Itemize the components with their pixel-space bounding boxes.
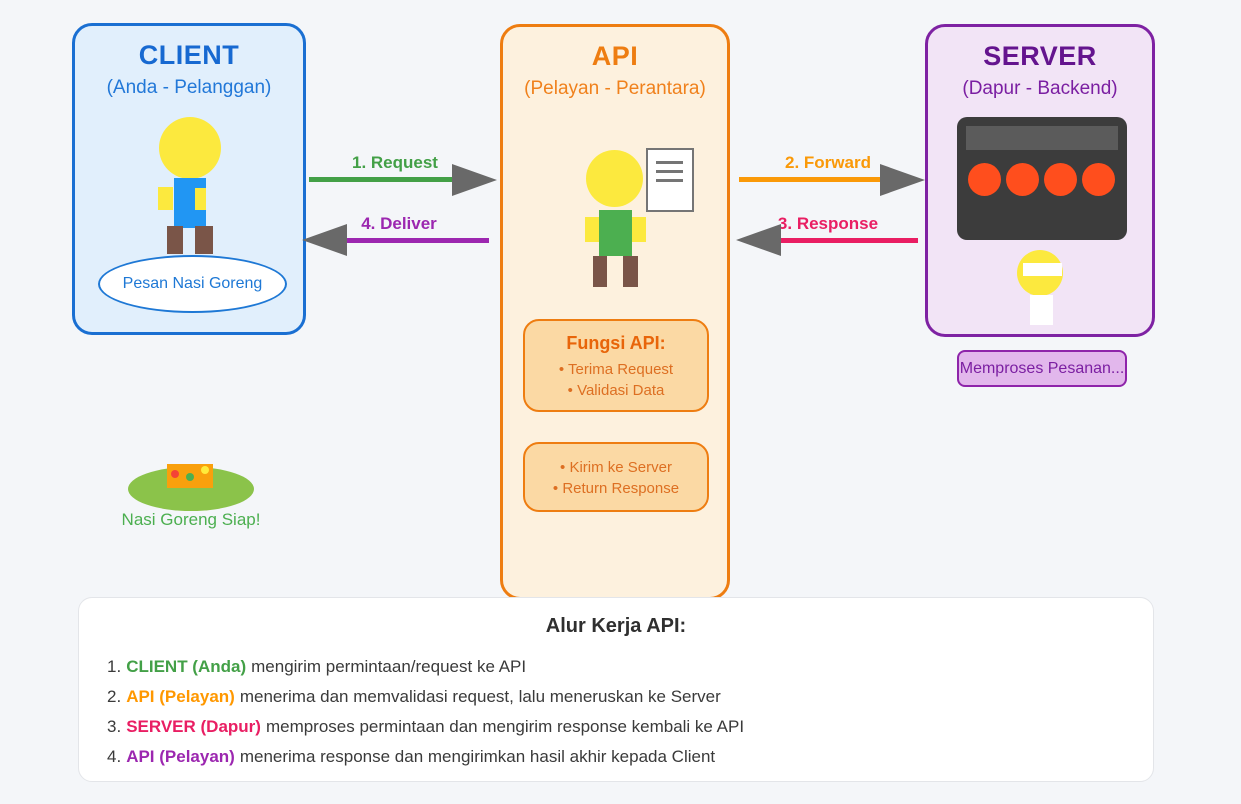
api-person-right-arm <box>632 217 646 242</box>
workflow-step-2: 2.API (Pelayan)menerima dan memvalidasi … <box>107 682 1153 712</box>
api-person-left-leg <box>593 256 607 287</box>
food-dot-red <box>171 470 179 478</box>
client-box-subtitle: (Anda - Pelanggan) <box>106 77 272 98</box>
request-arrow-label: 1. Request <box>352 153 438 172</box>
step-number: 2. <box>107 687 122 706</box>
client-person-right-leg <box>195 226 213 254</box>
server-status-badge: Memproses Pesanan... <box>957 350 1127 387</box>
stove-burner <box>1044 163 1077 196</box>
food-dot-green <box>186 473 194 481</box>
request-arrow-line <box>309 177 452 182</box>
step-text: menerima response dan mengirimkan hasil … <box>239 747 716 766</box>
api-functions-title: Fungsi API: <box>566 333 666 353</box>
step-text: memproses permintaan dan mengirim respon… <box>265 717 745 736</box>
workflow-step-1: 1.CLIENT (Anda)mengirim permintaan/reque… <box>107 652 1153 682</box>
pot-lid-bar <box>1023 263 1062 276</box>
step-actor: API (Pelayan) <box>126 687 235 706</box>
api-function-item: • Validasi Data <box>567 382 665 399</box>
api-person-left-arm <box>585 217 599 242</box>
deliver-arrow-line <box>347 238 489 243</box>
client-box-title: CLIENT <box>138 40 240 70</box>
server-box-title: SERVER <box>983 41 1097 71</box>
response-arrow-label: 3. Response <box>777 214 879 233</box>
stove-burner <box>1082 163 1115 196</box>
stove-burner <box>968 163 1001 196</box>
client-person-left-leg <box>167 226 183 254</box>
forward-arrowhead-icon <box>880 164 925 196</box>
deliver-arrow-label: 4. Deliver <box>361 214 437 233</box>
client-order-bubble: Pesan Nasi Goreng <box>98 255 287 313</box>
api-function-item: • Kirim ke Server <box>560 459 672 476</box>
pot-handle <box>1030 295 1053 325</box>
step-text: menerima dan memvalidasi request, lalu m… <box>239 687 721 706</box>
step-actor: SERVER (Dapur) <box>126 717 261 736</box>
api-box: API (Pelayan - Perantara) <box>500 24 730 600</box>
stove-burner <box>1006 163 1039 196</box>
api-function-item: • Return Response <box>552 480 680 497</box>
food-dot-yellow <box>201 466 209 474</box>
api-person-head <box>586 150 643 207</box>
client-person-right-arm <box>195 188 206 210</box>
api-functions-box: Fungsi API: • Terima Request • Validasi … <box>523 319 709 412</box>
step-actor: CLIENT (Anda) <box>126 657 247 676</box>
client-person-icon <box>158 117 224 257</box>
step-number: 3. <box>107 717 122 736</box>
response-arrowhead-icon <box>736 224 781 256</box>
api-functions-box-2: • Kirim ke Server • Return Response <box>523 442 709 512</box>
api-box-title: API <box>591 41 639 71</box>
server-box-subtitle: (Dapur - Backend) <box>962 78 1118 99</box>
workflow-steps: 1.CLIENT (Anda)mengirim permintaan/reque… <box>107 652 1153 772</box>
note-line <box>656 179 683 182</box>
forward-arrow-label: 2. Forward <box>785 153 871 172</box>
api-person-right-leg <box>623 256 638 287</box>
step-number: 1. <box>107 657 122 676</box>
api-function-item: • Terima Request <box>558 361 674 378</box>
deliver-arrowhead-icon <box>302 224 347 256</box>
workflow-step-4: 4.API (Pelayan)menerima response dan men… <box>107 742 1153 772</box>
client-person-left-arm <box>158 187 173 210</box>
workflow-title: Alur Kerja API: <box>545 615 687 637</box>
stove-icon <box>957 117 1127 240</box>
step-actor: API (Pelayan) <box>126 747 235 766</box>
api-person-body <box>599 210 632 256</box>
response-arrow-line <box>781 238 918 243</box>
client-order-bubble-label: Pesan Nasi Goreng <box>122 275 263 292</box>
api-person-icon <box>585 150 647 287</box>
note-line <box>656 170 683 173</box>
step-text: mengirim permintaan/request ke API <box>251 657 527 676</box>
workflow-step-3: 3.SERVER (Dapur)memproses permintaan dan… <box>107 712 1153 742</box>
client-person-head <box>159 117 221 179</box>
order-note-icon <box>646 148 694 212</box>
stove-hood <box>966 126 1118 150</box>
note-line <box>656 161 683 164</box>
server-status-label: Memproses Pesanan... <box>959 359 1125 377</box>
step-number: 4. <box>107 747 122 766</box>
request-arrowhead-icon <box>452 164 497 196</box>
api-box-subtitle: (Pelayan - Perantara) <box>524 78 706 99</box>
workflow-panel: Alur Kerja API: 1.CLIENT (Anda)mengirim … <box>78 597 1154 782</box>
forward-arrow-line <box>739 177 880 182</box>
plate-label: Nasi Goreng Siap! <box>121 510 261 529</box>
